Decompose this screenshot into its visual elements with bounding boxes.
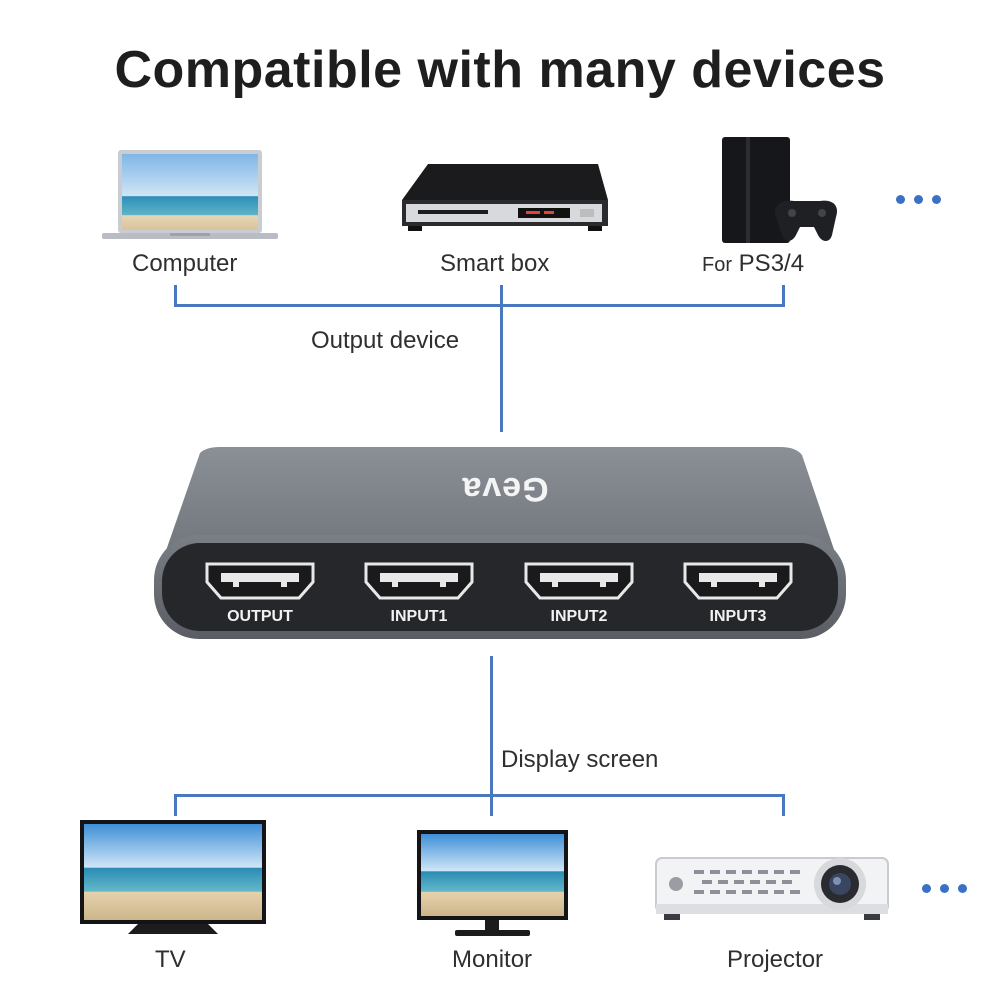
hdmi-port-input1: [364, 562, 474, 600]
ps-label: PS3/4: [738, 250, 805, 277]
device-label-computer: Computer: [132, 250, 238, 277]
connector-display-trunk: [490, 656, 493, 816]
hdmi-port-input2: [524, 562, 634, 600]
device-label-smart-box: Smart box: [440, 250, 550, 277]
connector-projector: [782, 794, 785, 816]
connector-ps: [782, 285, 785, 307]
connector-tv: [174, 794, 177, 816]
port-label-input2: INPUT2: [550, 608, 608, 625]
hdmi-port-input3: [683, 562, 793, 600]
connector-smart-box: [500, 285, 503, 307]
connector-display-bar: [174, 794, 785, 797]
brand-logo: Geva: [461, 470, 549, 508]
laptop-icon: [102, 150, 278, 239]
connector-computer: [174, 285, 177, 307]
connector-source-bar: [174, 304, 785, 307]
port-label-input1: INPUT1: [390, 608, 448, 625]
more-sources-ellipsis: [896, 195, 941, 204]
monitor-icon: [417, 830, 568, 936]
group-label-output-device: Output device: [311, 327, 460, 354]
device-label-tv: TV: [155, 946, 186, 973]
page-title: Compatible with many devices: [114, 41, 886, 99]
hdmi-port-output: [205, 562, 315, 600]
device-label-ps34: For PS3/4: [702, 250, 804, 278]
connector-source-trunk: [500, 304, 503, 432]
for-prefix: For: [702, 254, 732, 276]
group-label-display-screen: Display screen: [501, 746, 659, 773]
tv-icon: [80, 820, 266, 934]
hdmi-switch: [154, 447, 846, 639]
device-label-projector: Projector: [727, 946, 824, 973]
dvd-player-icon: [402, 164, 608, 231]
device-label-monitor: Monitor: [452, 946, 533, 973]
projector-icon: [655, 857, 889, 920]
port-label-output: OUTPUT: [227, 608, 293, 625]
port-label-input3: INPUT3: [709, 608, 767, 625]
more-displays-ellipsis: [922, 884, 967, 893]
game-console-icon: [722, 137, 838, 243]
